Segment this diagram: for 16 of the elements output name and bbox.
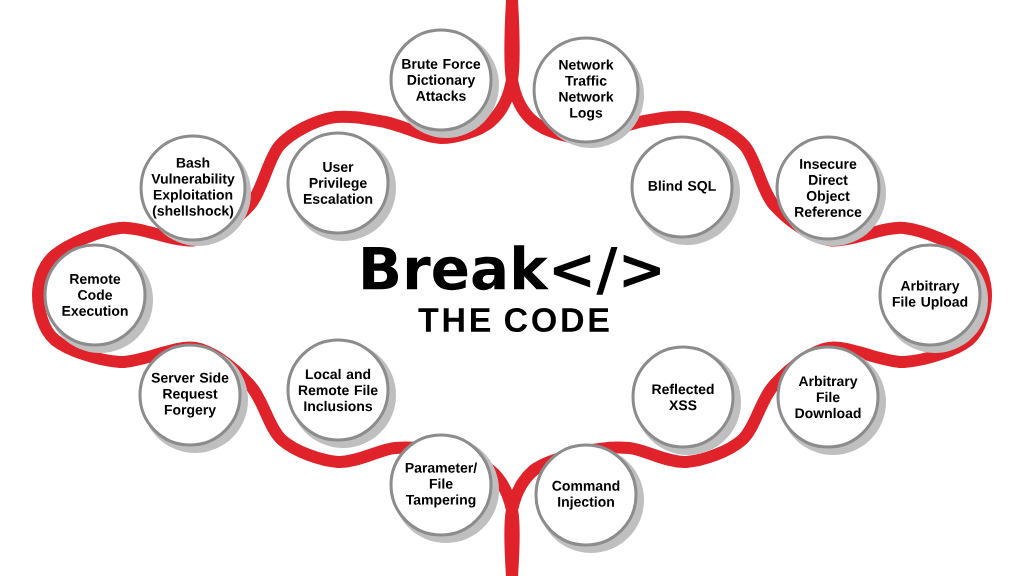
circle-node: Server Side Request Forgery bbox=[138, 343, 248, 453]
circle-node: Remote Code Execution bbox=[43, 243, 153, 353]
circle-node: Brute Force Dictionary Attacks bbox=[389, 28, 499, 138]
circle-node: User Privilege Escalation bbox=[286, 131, 396, 241]
circle-node: Network Traffic Network Logs bbox=[532, 36, 644, 148]
circle-node: Command Injection bbox=[534, 443, 644, 553]
subtitle: THE CODE bbox=[418, 307, 609, 333]
circle-node: Arbitrary File Download bbox=[776, 345, 886, 455]
circle-node: Arbitrary File Upload bbox=[878, 243, 988, 353]
circle-node: Parameter/ File Tampering bbox=[389, 433, 499, 543]
circle-node: Reflected XSS bbox=[631, 345, 741, 455]
circle-node: Insecure Direct Object Reference bbox=[775, 135, 886, 246]
circle-node: Blind SQL bbox=[630, 135, 740, 245]
circle-node: Bash Vulnerability Exploitation (shellshock) bbox=[139, 134, 251, 246]
circle-node: Local and Remote File Inclusions bbox=[286, 338, 396, 448]
title: Break</> bbox=[363, 245, 660, 295]
